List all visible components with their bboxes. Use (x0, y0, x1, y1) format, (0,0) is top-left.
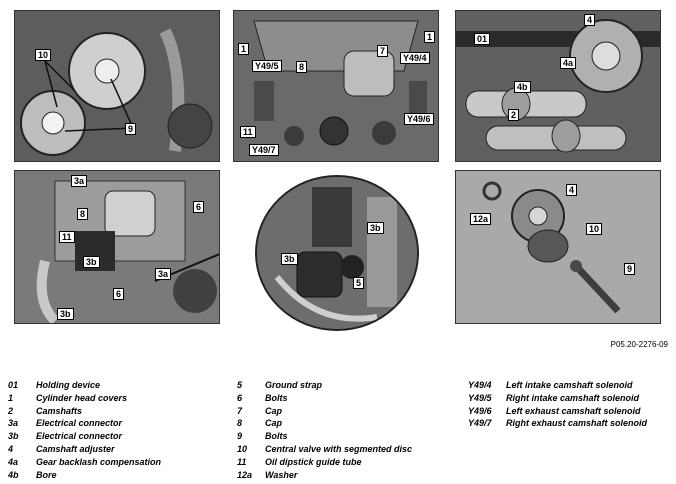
callout-3b-bottom: 3b (57, 308, 74, 320)
callout-6-bottom: 6 (113, 288, 125, 300)
callout-7: 7 (377, 45, 389, 57)
photo-camshaft-adjusters-illustration (15, 11, 219, 161)
photo-electrical-connectors: 3a 8 6 11 3b 3a 6 3b (14, 170, 220, 324)
photo-engine-overview-illustration (234, 11, 438, 161)
callout-4a: 4a (560, 57, 577, 69)
callout-y49-5: Y49/5 (252, 60, 282, 72)
callout-3b-zoom-top: 3b (367, 222, 384, 234)
photo-adjuster-parts-illustration (456, 171, 660, 323)
callout-9: 9 (125, 123, 137, 135)
reference-code: P05.20-2276-09 (610, 340, 668, 349)
callout-01: 01 (474, 33, 491, 45)
callout-1-left: 1 (238, 43, 250, 55)
callout-3b-zoom-left: 3b (281, 253, 298, 265)
photo-camshafts-illustration (456, 11, 660, 161)
callout-11-detail: 11 (59, 231, 75, 243)
callout-y49-4: Y49/4 (400, 52, 430, 64)
callout-8-detail: 8 (77, 208, 89, 220)
photo-camshafts: 01 4 4a 4b 2 (455, 10, 661, 162)
photo-adjuster-parts: 4 12a 10 9 (455, 170, 661, 324)
callout-8: 8 (296, 61, 308, 73)
callout-3b-mid: 3b (83, 256, 100, 268)
callout-5: 5 (353, 277, 365, 289)
callout-12a: 12a (470, 213, 492, 225)
callout-9-part: 9 (624, 263, 636, 275)
callout-4-part: 4 (566, 184, 578, 196)
callout-10: 10 (35, 49, 52, 61)
photo-connector-zoom-detail: 3b 3b 5 (255, 175, 419, 331)
callout-10-part: 10 (586, 223, 603, 235)
callout-y49-7: Y49/7 (249, 144, 279, 156)
callout-11: 11 (240, 126, 256, 138)
callout-2: 2 (508, 109, 520, 121)
callout-y49-6: Y49/6 (404, 113, 434, 125)
callout-3a-mid: 3a (155, 268, 172, 280)
callout-4: 4 (584, 14, 596, 26)
callout-4b: 4b (514, 81, 531, 93)
callout-6-top: 6 (193, 201, 205, 213)
photo-electrical-connectors-illustration (15, 171, 219, 323)
photo-engine-overview: 1 1 7 8 Y49/5 Y49/4 Y49/6 11 Y49/7 (233, 10, 439, 162)
callout-3a-top: 3a (71, 175, 88, 187)
callout-1-right: 1 (424, 31, 436, 43)
photo-camshaft-adjusters: 10 9 (14, 10, 220, 162)
